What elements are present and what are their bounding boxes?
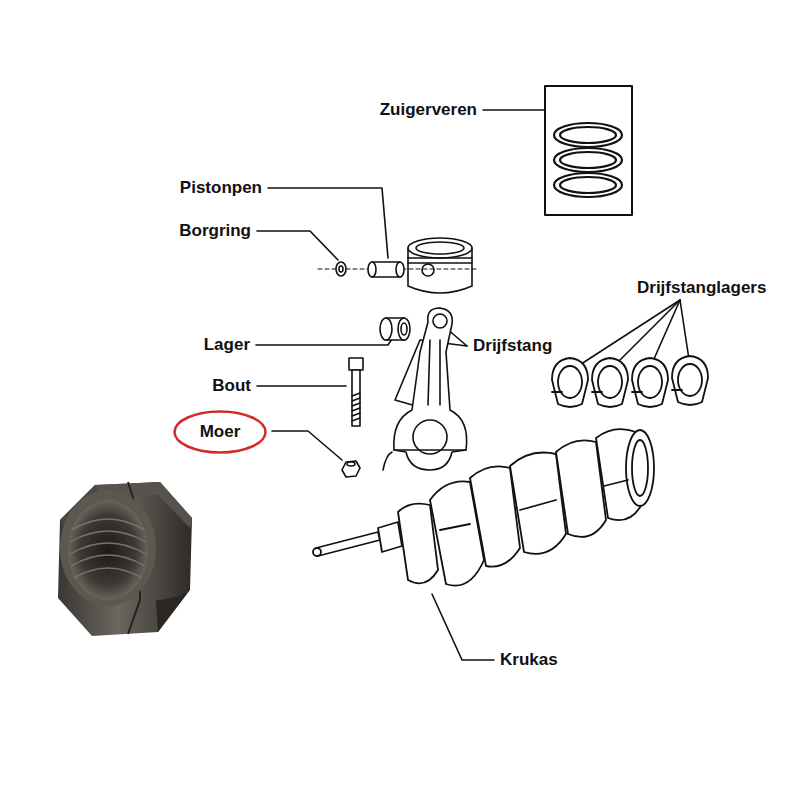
bearing-shells — [552, 356, 708, 407]
leader-line — [257, 385, 346, 387]
nut-photo — [58, 482, 192, 636]
part-label: Borgring — [179, 221, 251, 241]
bolt — [349, 358, 363, 426]
bushing — [380, 318, 410, 340]
part-label: Pistonpen — [180, 178, 262, 198]
part-label: Drijfstang — [473, 336, 552, 356]
piston-pin — [368, 262, 404, 277]
leader-line — [483, 109, 545, 111]
leader-line — [575, 300, 680, 368]
leader-line — [650, 300, 680, 368]
highlight-ellipse: Moer — [173, 410, 267, 454]
part-label: Moer — [173, 422, 267, 442]
leader-line — [268, 188, 388, 258]
part-label: Bout — [212, 376, 251, 396]
leader-line — [256, 336, 394, 345]
part-label: Zuigerveren — [380, 100, 477, 120]
leader-line — [432, 594, 494, 660]
piston-rings — [554, 123, 622, 197]
ring-box — [545, 86, 632, 215]
crankshaft — [313, 429, 654, 586]
circlip — [336, 262, 346, 276]
part-label: Lager — [204, 335, 250, 355]
piston — [408, 238, 472, 293]
leader-line — [257, 231, 338, 260]
small-nut — [342, 461, 360, 477]
part-label: Drijfstanglagers — [637, 278, 766, 298]
part-label: Krukas — [500, 650, 558, 670]
leader-line — [272, 431, 342, 460]
rod-outline-tail — [383, 452, 392, 470]
connecting-rod — [394, 308, 467, 470]
